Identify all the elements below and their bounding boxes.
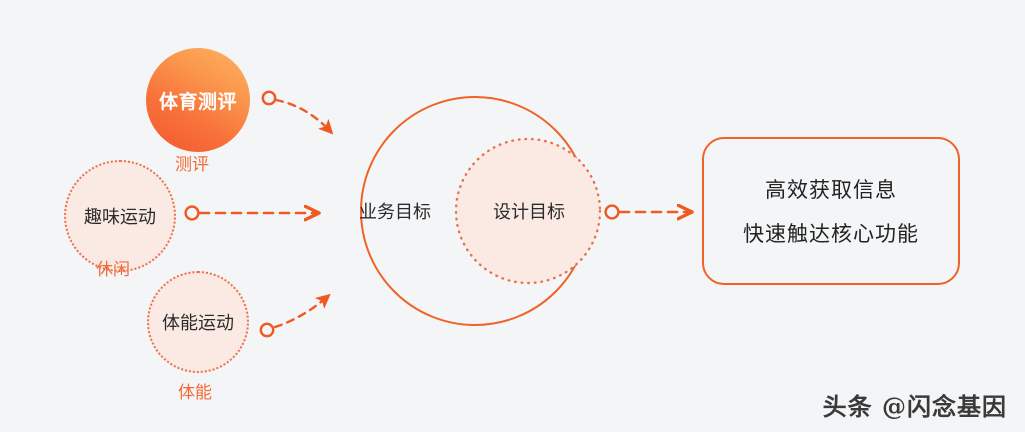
caption-assessment: 测评 — [175, 155, 209, 174]
connector-goal-to-outcome — [604, 206, 688, 219]
design-goal-label: 设计目标 — [493, 202, 565, 222]
connector-fun-to-goal — [184, 207, 315, 220]
input-node-fitness-sports[interactable]: 体能运动 — [147, 271, 249, 373]
outcome-box[interactable]: 高效获取信息 快速触达核心功能 — [702, 137, 960, 285]
connector-fitness-to-goal — [259, 293, 331, 338]
business-goal-label: 业务目标 — [359, 202, 431, 222]
caption-leisure: 休闲 — [96, 260, 130, 279]
source-node-assessment[interactable]: 体育测评 — [146, 48, 250, 152]
watermark: 头条 @闪念基因 — [822, 392, 1007, 421]
connector-assessment-to-goal — [261, 90, 334, 135]
source-node-label: 体育测评 — [158, 91, 237, 113]
input-node-fitness-sports-label: 体能运动 — [162, 313, 234, 333]
caption-fitness: 体能 — [178, 383, 212, 402]
outcome-line-1: 高效获取信息 — [765, 179, 897, 202]
design-goal-circle — [454, 137, 602, 285]
input-node-fun-sports[interactable]: 趣味运动 — [64, 160, 176, 272]
outcome-line-2: 快速触达核心功能 — [743, 223, 919, 246]
input-node-fun-sports-label: 趣味运动 — [84, 207, 156, 227]
